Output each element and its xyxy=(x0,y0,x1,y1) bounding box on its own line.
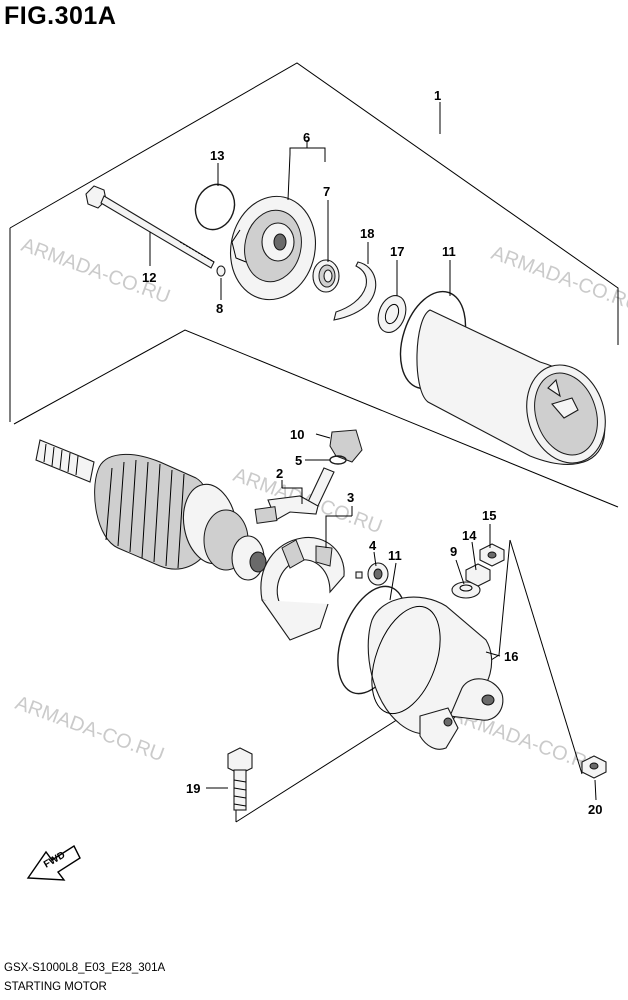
brush-holder-3 xyxy=(260,536,345,641)
callouts: 1 2 3 4 5 6 7 8 9 10 11 11 12 13 14 15 1… xyxy=(142,88,602,817)
leader-lines xyxy=(149,102,597,801)
callout-5: 5 xyxy=(295,453,302,468)
front-cover-16 xyxy=(367,596,504,750)
callout-8: 8 xyxy=(216,301,223,316)
callout-7: 7 xyxy=(323,184,330,199)
washer-8 xyxy=(216,265,226,277)
callout-11-upper: 11 xyxy=(442,244,456,259)
nut-20 xyxy=(581,755,607,779)
watermark: ARMADA-CO.RU xyxy=(12,692,167,766)
callout-10: 10 xyxy=(290,427,304,442)
terminal-bolt-2 xyxy=(254,467,335,524)
watermark: ARMADA-CO.RU xyxy=(488,242,628,316)
bolt-19 xyxy=(227,747,253,811)
yoke-1 xyxy=(416,309,606,465)
assembly-outline xyxy=(9,62,619,823)
figure-description: STARTING MOTOR xyxy=(4,981,107,993)
through-bolt-12 xyxy=(85,185,215,269)
o-ring-13 xyxy=(194,183,236,231)
callout-15: 15 xyxy=(482,508,496,523)
callout-13: 13 xyxy=(210,148,224,163)
armature xyxy=(35,439,267,581)
callout-12: 12 xyxy=(142,270,156,285)
figure-title: FIG.301A xyxy=(4,2,117,30)
lock-plate-18 xyxy=(333,261,377,321)
callout-11-lower: 11 xyxy=(388,548,402,563)
fwd-arrow-icon: FWD xyxy=(26,844,81,881)
callout-18: 18 xyxy=(360,226,374,241)
callout-6: 6 xyxy=(303,130,310,145)
callout-1: 1 xyxy=(434,88,441,103)
nut-15 xyxy=(479,543,505,567)
callout-4: 4 xyxy=(369,538,377,553)
callout-17: 17 xyxy=(390,244,404,259)
bearing-7 xyxy=(312,259,340,293)
end-cover-6 xyxy=(229,195,317,301)
nut-14 xyxy=(465,563,491,587)
washer-17 xyxy=(377,295,407,333)
callout-14: 14 xyxy=(462,528,477,543)
callout-19: 19 xyxy=(186,781,200,796)
insulator-10 xyxy=(329,429,363,463)
bearing-4 xyxy=(355,562,389,586)
callout-16: 16 xyxy=(504,649,518,664)
callout-9: 9 xyxy=(450,544,457,559)
callout-20: 20 xyxy=(588,802,602,817)
figure-code: GSX-S1000L8_E03_E28_301A xyxy=(4,962,166,974)
callout-3: 3 xyxy=(347,490,354,505)
callout-2: 2 xyxy=(276,466,283,481)
washer-9 xyxy=(451,581,481,599)
